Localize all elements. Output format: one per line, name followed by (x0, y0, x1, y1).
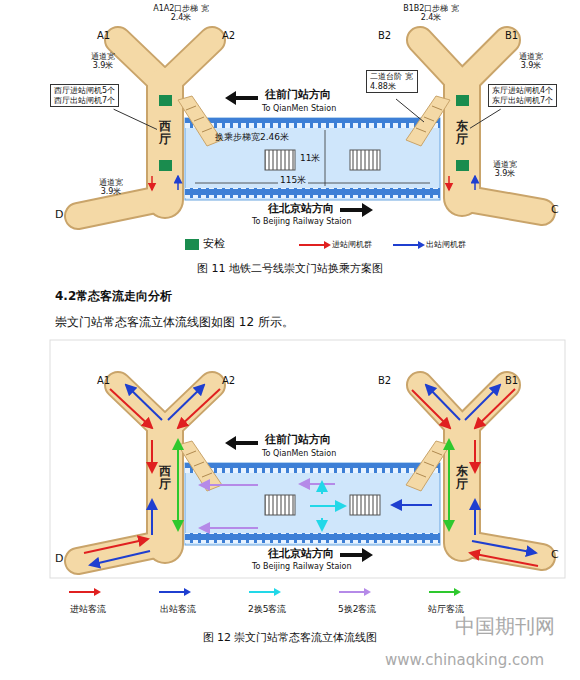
label-text: 通道宽 3.9米 (486, 160, 524, 178)
label-text: B2 (378, 30, 391, 42)
watermark: www.chinaqking.com (385, 652, 544, 669)
label-text: B1 (505, 30, 518, 42)
legend-arrow-line (429, 591, 455, 593)
legend-text: 5换2客流 (338, 604, 376, 614)
hall-label: 东厅 (456, 120, 468, 146)
legend-text: 进站闸机群 (332, 240, 372, 249)
label-text: D (55, 553, 63, 566)
label-text: 4.2常态客流走向分析 (55, 290, 172, 304)
label-text: B2 (378, 375, 391, 387)
label-text: 换乘步梯宽2.46米 (215, 132, 289, 142)
label-text: 往北京站方向 (268, 548, 334, 561)
label-text: 往前门站方向 (265, 434, 331, 447)
label-text: A2 (222, 375, 235, 387)
label-text: 通道宽 3.9米 (92, 178, 130, 196)
label-text: D (55, 209, 63, 222)
leader-line (470, 109, 501, 128)
legend-text: 出站客流 (160, 604, 196, 614)
legend-arrow-line (299, 244, 325, 246)
legend-text: 2换5客流 (248, 604, 286, 614)
legend-arrow-head (94, 588, 101, 596)
figure-caption: 图 12 崇文门站常态客流立体流线图 (203, 632, 378, 645)
label-text: A1A2口步梯 宽2.4米 (150, 4, 212, 22)
label-text: 图 11 地铁二号线崇文门站换乘方案图 (197, 263, 383, 276)
legend-arrow-line (393, 244, 419, 246)
label-text: To QianMen Staion (262, 449, 336, 458)
label-text: B1 (505, 375, 518, 387)
callout-text: 二道台阶 宽4.88米 (370, 72, 414, 91)
callout-box: 二道台阶 宽4.88米 (366, 70, 418, 93)
label-text: 往前门站方向 (265, 89, 331, 102)
legend-text: 站厅客流 (428, 604, 464, 614)
legend-arrow (158, 587, 192, 597)
label-text: 往北京站方向 (268, 203, 334, 216)
legend-text: 出站闸机群 (426, 240, 466, 249)
legend-arrow-head (324, 241, 331, 249)
label-text: A1 (97, 30, 110, 42)
legend-arrow-line (249, 591, 275, 593)
label-text: A1 (97, 375, 110, 387)
legend-arrow (248, 587, 282, 597)
callout-text: 西厅出站闸机7个 (54, 96, 115, 106)
callout-box: 东厅进站闸机4个东厅出站闸机7个 (488, 84, 557, 107)
legend-arrow-head (274, 588, 281, 596)
label-text: 崇文门站常态客流立体流线图如图 12 所示。 (55, 316, 294, 330)
hall-label: 西厅 (159, 465, 171, 491)
label-text: To QianMen Staion (262, 104, 336, 113)
label-text: To Beijing Railway Staion (252, 562, 352, 571)
callout-text: 东厅进站闸机4个 (492, 86, 553, 96)
legend-arrow-head (364, 588, 371, 596)
legend-text: 安检 (203, 238, 225, 251)
label-text: 通道宽 3.9米 (512, 52, 550, 70)
label-text: 通道宽 3.9米 (84, 52, 122, 70)
legend-arrow-line (69, 591, 95, 593)
hall-label: 西厅 (159, 120, 171, 146)
legend-arrow (392, 240, 426, 250)
label-text: To Beijing Railway Staion (252, 217, 352, 226)
legend-swatch (185, 239, 199, 250)
callout-text: 西厅进站闸机5个 (54, 86, 115, 96)
label-text: C (551, 549, 559, 562)
legend-arrow (68, 587, 102, 597)
label-text: 11米 (300, 153, 320, 163)
hall-name: 东厅 (456, 120, 468, 146)
watermark: 中国期刊网 (455, 615, 555, 638)
legend-arrow (428, 587, 462, 597)
legend-arrow-line (159, 591, 185, 593)
label-text: A2 (222, 30, 235, 42)
label-text: C (551, 204, 559, 217)
legend-arrow-head (454, 588, 461, 596)
callout-text: 东厅出站闸机7个 (492, 96, 553, 106)
callout-box: 西厅进站闸机5个西厅出站闸机7个 (50, 84, 119, 107)
hall-name: 西厅 (159, 120, 171, 146)
hall-name: 东厅 (456, 465, 468, 491)
legend-arrow-head (184, 588, 191, 596)
label-text: B1B2口步梯 宽2.4米 (400, 4, 462, 22)
legend-arrow-head (418, 241, 425, 249)
hall-label: 东厅 (456, 465, 468, 491)
legend-text: 进站客流 (70, 604, 106, 614)
legend-arrow (298, 240, 332, 250)
legend-arrow-line (339, 591, 365, 593)
leader-line (114, 109, 157, 129)
label-text: 115米 (278, 175, 308, 185)
hall-name: 西厅 (159, 465, 171, 491)
legend-arrow (338, 587, 372, 597)
